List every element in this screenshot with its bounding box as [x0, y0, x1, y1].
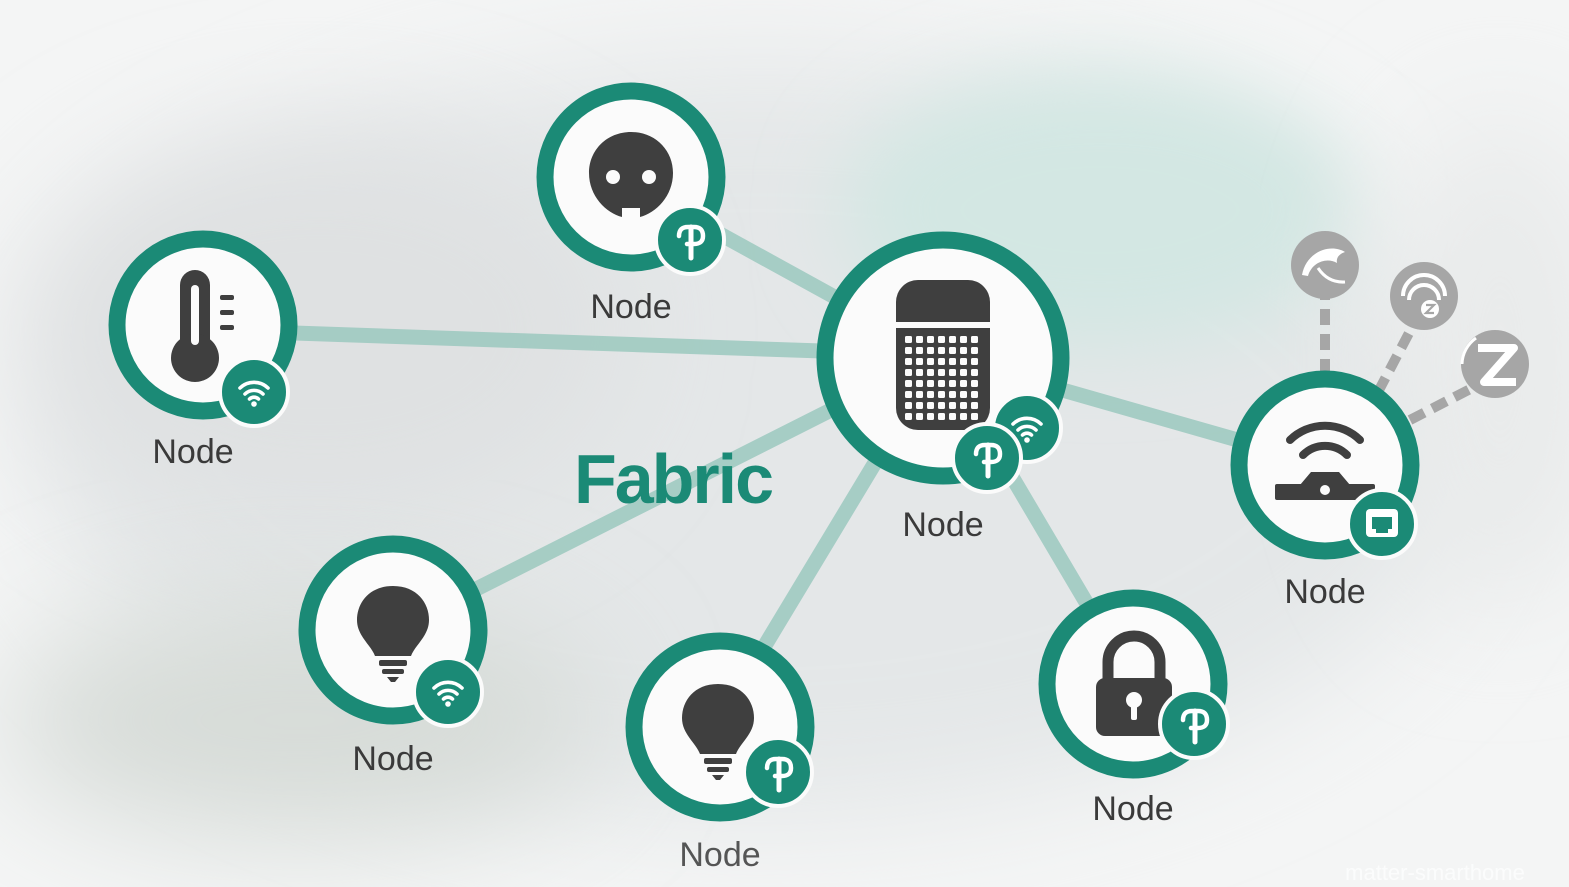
smart-speaker-icon [896, 280, 990, 430]
grille-dot [916, 336, 923, 343]
grille-dot [927, 413, 934, 420]
grille-dot [960, 413, 967, 420]
grille-dot [938, 369, 945, 376]
node-label: Node [352, 740, 433, 778]
thermometer-icon [171, 270, 234, 382]
grille-dot [938, 391, 945, 398]
grille-dot [916, 369, 923, 376]
node-label: Node [1092, 790, 1173, 828]
bluetooth-mesh-icon [1291, 231, 1359, 299]
grille-dot [927, 380, 934, 387]
grille-dot [916, 391, 923, 398]
grille-dot [971, 336, 978, 343]
ethernet-icon [1346, 488, 1418, 560]
grille-dot [916, 347, 923, 354]
grille-dot [960, 358, 967, 365]
wifi-icon [218, 356, 290, 428]
thread-icon [654, 204, 726, 276]
grille-dot [905, 358, 912, 365]
grille-dot [960, 347, 967, 354]
node-label: Node [679, 836, 760, 874]
router-icon [1275, 421, 1375, 500]
grille-dot [949, 347, 956, 354]
node-thermostat[interactable]: Node [108, 230, 298, 471]
node-bulb-bottom[interactable]: Node [625, 632, 815, 874]
node-label: Node [152, 433, 233, 471]
grille-dot [960, 402, 967, 409]
grille-dot [949, 391, 956, 398]
power-socket-icon [589, 132, 673, 217]
grille-dot [916, 402, 923, 409]
grille-dot [949, 380, 956, 387]
grille-dot [905, 413, 912, 420]
thread-icon [1158, 688, 1230, 760]
node-lock[interactable]: Node [1038, 589, 1230, 828]
grille-dot [927, 347, 934, 354]
node-hub[interactable]: Node [816, 231, 1070, 544]
grille-dot [949, 413, 956, 420]
padlock-icon [1096, 630, 1172, 736]
grille-dot [971, 358, 978, 365]
grille-dot [960, 369, 967, 376]
node-label: Node [902, 506, 983, 544]
grille-dot [905, 369, 912, 376]
grille-dot [960, 380, 967, 387]
grille-dot [971, 347, 978, 354]
thread-icon [742, 736, 814, 808]
node-bridge[interactable]: Node [1230, 370, 1420, 611]
grille-dot [938, 336, 945, 343]
grille-dot [916, 380, 923, 387]
watermark: matter-smarthome [1345, 860, 1525, 885]
node-plug[interactable]: Node [536, 82, 726, 326]
grille-dot [949, 402, 956, 409]
grille-dot [971, 402, 978, 409]
grille-dot [949, 358, 956, 365]
grille-dot [916, 358, 923, 365]
zigbee-icon [1390, 262, 1458, 330]
grille-dot [960, 391, 967, 398]
grille-dot [938, 380, 945, 387]
grille-dot [938, 402, 945, 409]
grille-dot [938, 413, 945, 420]
grille-dot [949, 336, 956, 343]
grille-dot [905, 391, 912, 398]
node-bulb-left[interactable]: Node [298, 535, 488, 778]
node-label: Node [1284, 573, 1365, 611]
z-wave-icon [1460, 330, 1529, 398]
grille-dot [927, 369, 934, 376]
legacy-links [1320, 292, 1481, 425]
grille-dot [916, 413, 923, 420]
grille-dot [905, 336, 912, 343]
grille-dot [905, 402, 912, 409]
fabric-title: Fabric [574, 440, 772, 518]
grille-dot [905, 347, 912, 354]
speaker-grille [905, 336, 978, 420]
grille-dot [971, 369, 978, 376]
grille-dot [927, 358, 934, 365]
grille-dot [960, 336, 967, 343]
wifi-icon [412, 656, 484, 728]
grille-dot [938, 358, 945, 365]
grille-dot [971, 413, 978, 420]
node-label: Node [590, 288, 671, 326]
thread-icon [951, 422, 1023, 494]
grille-dot [949, 369, 956, 376]
grille-dot [905, 380, 912, 387]
grille-dot [927, 391, 934, 398]
grille-dot [927, 402, 934, 409]
grille-dot [927, 336, 934, 343]
grille-dot [971, 391, 978, 398]
grille-dot [971, 380, 978, 387]
grille-dot [938, 347, 945, 354]
